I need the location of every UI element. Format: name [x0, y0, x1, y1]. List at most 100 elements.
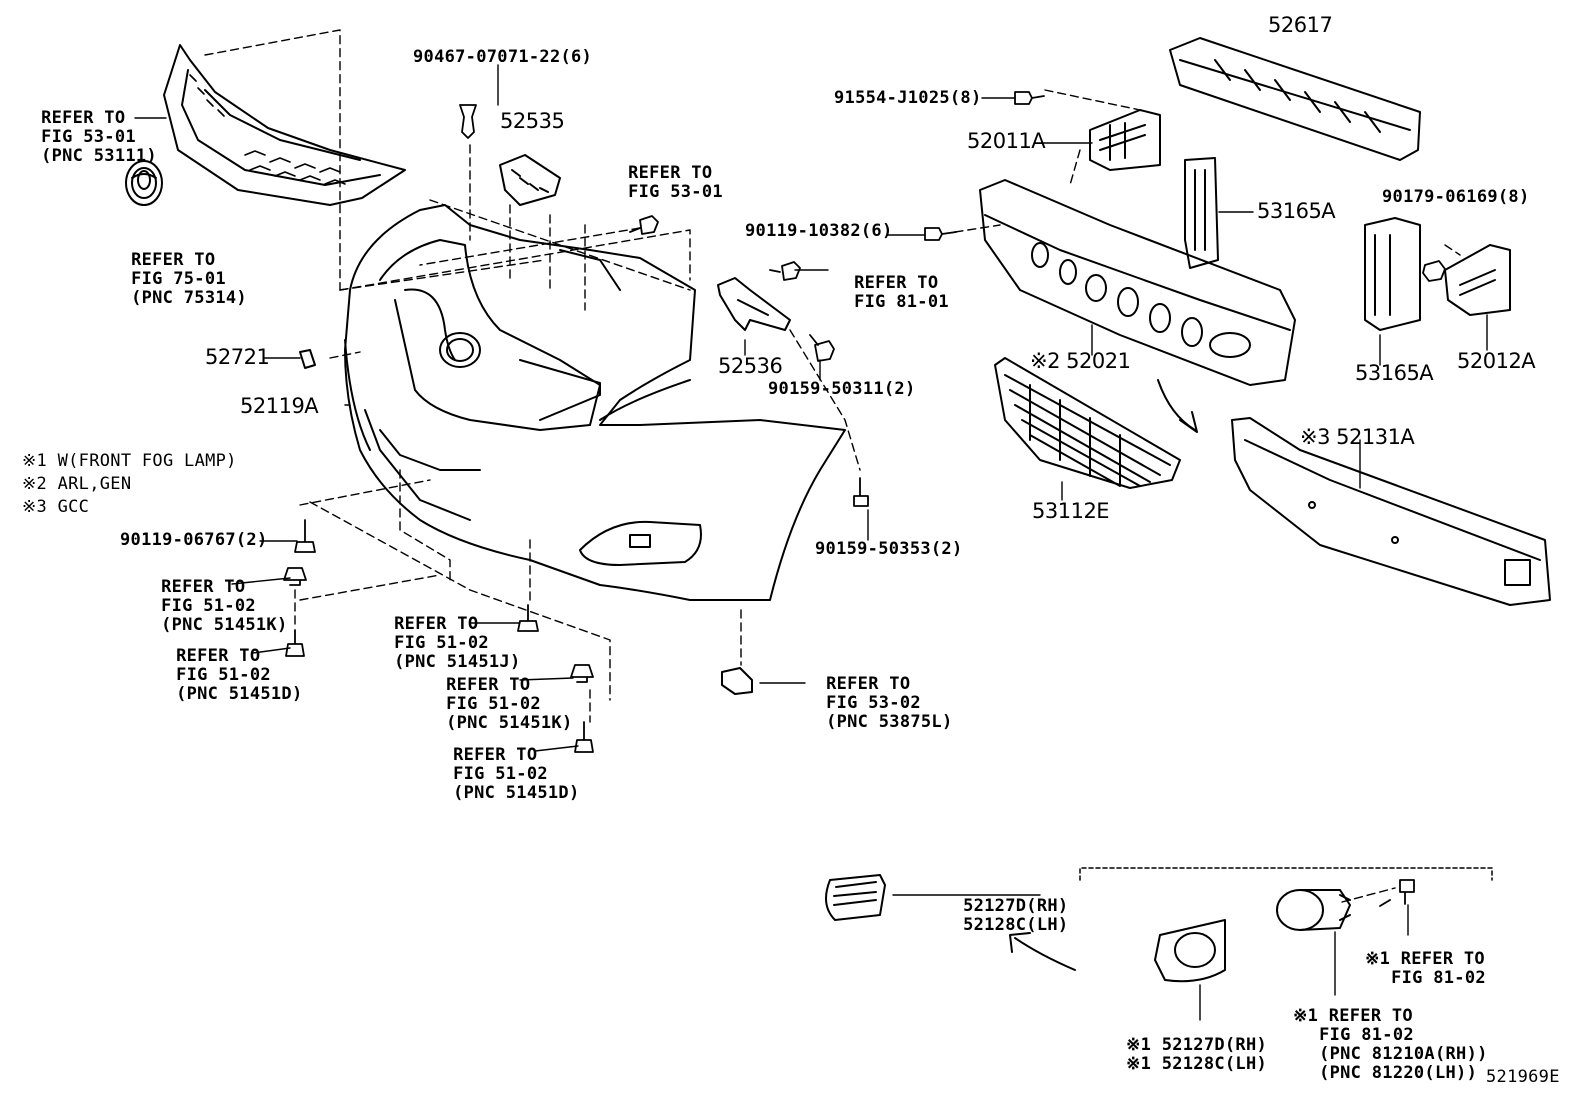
- note-2: ※2 ARL,GEN: [22, 474, 132, 494]
- fog-bezel-drawing: [1154, 919, 1226, 983]
- ref-fig-81-01: REFER TO FIG 81-01: [833, 255, 949, 312]
- ref-fog-lamp-line4: (PNC 81220(LH)): [1319, 1063, 1478, 1083]
- ref-51451D-mid: REFER TO FIG 51-02 (PNC 51451D): [432, 727, 580, 803]
- ref-53875L-line2: FIG 53-02: [826, 693, 921, 713]
- ref-51451K-mid-line2: FIG 51-02: [446, 694, 541, 714]
- fog-group-bracket-line: [1079, 867, 1493, 881]
- bracket-53165A-lower-drawing: [1364, 217, 1421, 331]
- fog-cover-small-drawing: [825, 874, 886, 921]
- ref-51451K-mid: REFER TO FIG 51-02 (PNC 51451K): [425, 657, 573, 733]
- part-52128C-bottom: ※1 52128C(LH): [1126, 1054, 1268, 1074]
- ref-51451D-left-line3: (PNC 51451D): [176, 684, 303, 704]
- part-52127D-top: 52127D(RH): [963, 896, 1069, 916]
- ref-fig-53-01-line2: FIG 53-01: [628, 182, 723, 202]
- ref-51451K-left-line2: FIG 51-02: [161, 596, 256, 616]
- ref-fog-bolt-line1: ※1 REFER TO: [1365, 949, 1485, 969]
- part-52617: 52617: [1268, 13, 1333, 37]
- ref-emblem-line1: REFER TO: [131, 250, 216, 270]
- part-90179: 90179-06169(8): [1382, 187, 1530, 207]
- part-53165A-lower: 53165A: [1355, 361, 1434, 385]
- clip-53875L-drawing: [721, 667, 753, 695]
- part-52535: 52535: [500, 109, 565, 133]
- ref-51451K-mid-line1: REFER TO: [446, 675, 531, 695]
- ref-emblem-line3: (PNC 75314): [131, 288, 247, 308]
- part-53112E: 53112E: [1032, 499, 1110, 523]
- clip-52721-drawing: [299, 349, 316, 369]
- part-90119-06767: 90119-06767(2): [120, 530, 268, 550]
- ref-fig-53-01-line1: REFER TO: [628, 163, 713, 183]
- bracket-52012A-drawing: [1444, 244, 1511, 316]
- bracket-52535-drawing: [499, 154, 561, 206]
- arrows-drawing: [1009, 379, 1198, 971]
- ref-grille-line2: FIG 53-01: [41, 127, 136, 147]
- ref-53875L-line1: REFER TO: [826, 674, 911, 694]
- ref-grille-line1: REFER TO: [41, 108, 126, 128]
- ref-51451J-line1: REFER TO: [394, 614, 479, 634]
- ref-emblem: REFER TO FIG 75-01 (PNC 75314): [110, 232, 247, 308]
- ref-51451D-left: REFER TO FIG 51-02 (PNC 51451D): [155, 628, 303, 704]
- ref-51451D-mid-line3: (PNC 51451D): [453, 783, 580, 803]
- part-52012A: 52012A: [1457, 349, 1536, 373]
- part-91554: 91554-J1025(8): [834, 88, 982, 108]
- bracket-53165A-upper-drawing: [1184, 157, 1219, 269]
- ref-fog-bolt: ※1 REFER TO FIG 81-02: [1365, 931, 1486, 988]
- part-90467: 90467-07071-22(6): [413, 47, 593, 67]
- ref-fog-bolt-line2: FIG 81-02: [1391, 968, 1486, 988]
- ref-51451K-left-line3: (PNC 51451K): [161, 615, 288, 635]
- ref-51451K-mid-line3: (PNC 51451K): [446, 713, 573, 733]
- part-53165A-upper: 53165A: [1257, 199, 1336, 223]
- ref-fog-lamp-line3: (PNC 81210A(RH)): [1319, 1044, 1488, 1064]
- leader-lines: [134, 64, 1488, 1021]
- part-52131A: ※3 52131A: [1300, 425, 1415, 449]
- ref-fog-lamp-line2: FIG 81-02: [1319, 1025, 1414, 1045]
- ref-53875L-line3: (PNC 53875L): [826, 712, 953, 732]
- absorber-52617-drawing: [1169, 37, 1421, 161]
- bracket-52131A-drawing: [1231, 417, 1551, 606]
- fog-cover-part-numbers: 52127D(RH) 52128C(LH): [942, 878, 1068, 935]
- ref-51451K-left-line1: REFER TO: [161, 577, 246, 597]
- reinforcement-52021-drawing: [979, 179, 1296, 386]
- lower-grille-53112E-drawing: [994, 357, 1181, 489]
- part-90119-10382: 90119-10382(6): [745, 221, 893, 241]
- ref-fog-lamp: ※1 REFER TO FIG 81-02 (PNC 81210A(RH)) (…: [1272, 988, 1488, 1083]
- drawing-code: 521969E: [1486, 1067, 1560, 1087]
- fasteners-drawing: [283, 91, 1446, 907]
- part-90159-50353: 90159-50353(2): [815, 539, 963, 559]
- part-52021: ※2 52021: [1030, 349, 1131, 373]
- ref-grille: REFER TO FIG 53-01 (PNC 53111): [20, 90, 157, 166]
- part-52536: 52536: [718, 354, 783, 378]
- part-52127D-bottom: ※1 52127D(RH): [1126, 1035, 1268, 1055]
- bracket-52536-drawing: [717, 277, 791, 331]
- bracket-52011A-drawing: [1089, 109, 1161, 171]
- part-52128C-top: 52128C(LH): [963, 915, 1069, 935]
- note-1: ※1 W(FRONT FOG LAMP): [22, 451, 237, 471]
- ref-grille-line3: (PNC 53111): [41, 146, 157, 166]
- ref-51451D-left-line2: FIG 51-02: [176, 665, 271, 685]
- bumper-cover-drawing: [344, 204, 846, 601]
- part-52721: 52721: [205, 345, 270, 369]
- note-3: ※3 GCC: [22, 497, 90, 517]
- dashed-assembly-lines: [204, 29, 1461, 903]
- ref-fog-lamp-line1: ※1 REFER TO: [1293, 1006, 1413, 1026]
- ref-51451D-left-line1: REFER TO: [176, 646, 261, 666]
- part-52011A: 52011A: [967, 129, 1046, 153]
- ref-fig-53-01: REFER TO FIG 53-01: [607, 145, 723, 202]
- ref-51451D-mid-line1: REFER TO: [453, 745, 538, 765]
- ref-53875L: REFER TO FIG 53-02 (PNC 53875L): [805, 656, 953, 732]
- emblem-drawing: [125, 160, 163, 206]
- fog-bezel-part-numbers: ※1 52127D(RH) ※1 52128C(LH): [1105, 1017, 1267, 1074]
- ref-51451K-left: REFER TO FIG 51-02 (PNC 51451K): [140, 559, 288, 635]
- ref-51451J: REFER TO FIG 51-02 (PNC 51451J): [373, 596, 521, 672]
- part-90159-50311: 90159-50311(2): [768, 379, 916, 399]
- fog-lamp-drawing: [1276, 889, 1351, 931]
- ref-fig-81-01-line1: REFER TO: [854, 273, 939, 293]
- ref-fig-81-01-line2: FIG 81-01: [854, 292, 949, 312]
- ref-emblem-line2: FIG 75-01: [131, 269, 226, 289]
- ref-51451D-mid-line2: FIG 51-02: [453, 764, 548, 784]
- ref-51451J-line3: (PNC 51451J): [394, 652, 521, 672]
- part-52119A: 52119A: [240, 394, 319, 418]
- upper-grille-drawing: [163, 44, 406, 206]
- ref-51451J-line2: FIG 51-02: [394, 633, 489, 653]
